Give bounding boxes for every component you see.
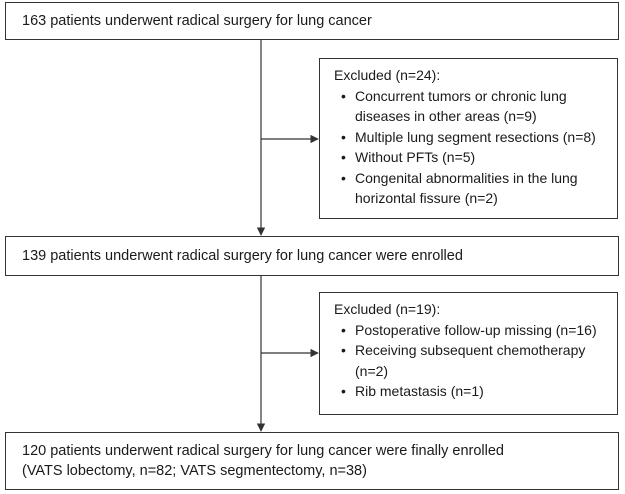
step2-text: 139 patients underwent radical surgery f…: [22, 248, 463, 264]
step3-line1: 120 patients underwent radical surgery f…: [22, 443, 504, 459]
exclusion2-title: Excluded (n=19):: [334, 301, 441, 317]
exclusion1-title: Excluded (n=24):: [334, 67, 441, 83]
step1-text: 163 patients underwent radical surgery f…: [22, 13, 372, 29]
list-item: Rib metastasis (n=1): [334, 381, 611, 402]
list-item: Multiple lung segment resections (n=8): [334, 127, 611, 148]
list-item: Concurrent tumors or chronic lung diseas…: [334, 86, 611, 127]
step1-box: 163 patients underwent radical surgery f…: [5, 2, 619, 40]
step3-line2: (VATS lobectomy, n=82; VATS segmentectom…: [22, 463, 367, 479]
step2-box: 139 patients underwent radical surgery f…: [5, 236, 619, 276]
list-item: Without PFTs (n=5): [334, 147, 611, 168]
exclusion1-list: Concurrent tumors or chronic lung diseas…: [334, 86, 611, 209]
exclusion1-box: Excluded (n=24): Concurrent tumors or ch…: [319, 58, 618, 219]
list-item: Congenital abnormalities in the lung hor…: [334, 168, 611, 209]
list-item: Postoperative follow-up missing (n=16): [334, 320, 611, 341]
list-item: Receiving subsequent chemotherapy (n=2): [334, 340, 611, 381]
step3-box: 120 patients underwent radical surgery f…: [5, 432, 619, 490]
exclusion2-list: Postoperative follow-up missing (n=16) R…: [334, 320, 611, 402]
exclusion2-box: Excluded (n=19): Postoperative follow-up…: [319, 292, 618, 415]
